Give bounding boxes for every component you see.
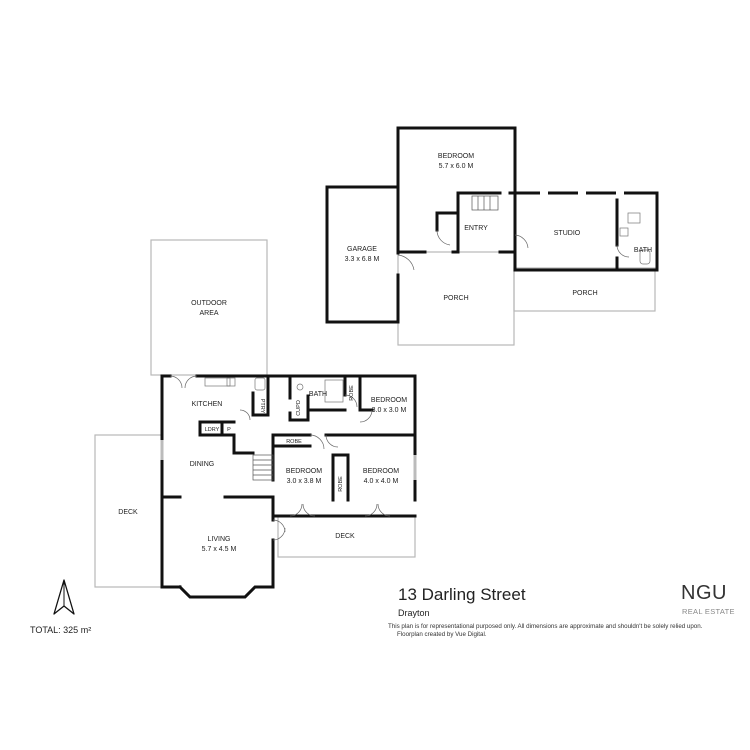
robe-3-label: ROBE: [338, 476, 344, 492]
porch-2-outline: [513, 267, 656, 312]
ldry-label: LDRY: [205, 427, 220, 433]
bedroom-upper-size: 5.7 x 6.0 M: [439, 163, 474, 170]
living-label: LIVING: [208, 536, 231, 543]
garage-size: 3.3 x 6.8 M: [345, 256, 380, 263]
disclaimer: This plan is for representational purpos…: [388, 623, 744, 639]
bedroom-c-label: BEDROOM: [363, 468, 399, 475]
robe-1-label: ROBE: [349, 385, 355, 401]
robe-2-label: ROBE: [286, 439, 302, 445]
entry-label: ENTRY: [464, 225, 488, 232]
bedroom-b-label: BEDROOM: [286, 468, 322, 475]
dining-label: DINING: [190, 461, 215, 468]
bedroom-upper-label: BEDROOM: [438, 153, 474, 160]
outdoor-label-2: AREA: [199, 310, 218, 317]
total-area: TOTAL: 325 m²: [30, 625, 92, 635]
living-size: 5.7 x 4.5 M: [202, 546, 237, 553]
agency-logo: NGU: [681, 582, 727, 604]
bedroom-b-size: 3.0 x 3.8 M: [287, 478, 322, 485]
bedroom-a-size: 3.0 x 3.0 M: [372, 407, 407, 414]
bedroom-a-label: BEDROOM: [371, 397, 407, 404]
outdoor-area-outline: [150, 239, 268, 376]
cupd-label: CUPD: [296, 400, 302, 416]
property-suburb: Drayton: [398, 608, 430, 618]
deck-bottom-label: DECK: [335, 533, 355, 540]
porch-1-label: PORCH: [443, 295, 468, 302]
deck-left-label: DECK: [118, 509, 138, 516]
bath-main-label: BATH: [309, 391, 327, 398]
disclaimer-line-1: This plan is for representational purpos…: [388, 623, 703, 630]
bath-studio-label: BATH: [634, 247, 652, 254]
p-label: P: [227, 427, 231, 433]
bedroom-c-size: 4.0 x 4.0 M: [364, 478, 399, 485]
outdoor-label: OUTDOOR: [191, 300, 227, 307]
kitchen-label: KITCHEN: [192, 401, 223, 408]
agency-subtitle: REAL ESTATE: [682, 607, 735, 616]
bedroom-upper-walls: [396, 126, 517, 195]
garage-walls: [325, 185, 400, 324]
north-arrow-icon: [53, 579, 75, 615]
disclaimer-line-2: Floorplan created by Vue Digital.: [397, 631, 487, 638]
porch-2-label: PORCH: [572, 290, 597, 297]
ptry-label: PTRY: [259, 399, 265, 414]
main-house-walls: [160, 374, 182, 589]
studio-label: STUDIO: [554, 230, 581, 237]
garage-label: GARAGE: [347, 246, 377, 253]
property-address: 13 Darling Street: [398, 585, 526, 604]
